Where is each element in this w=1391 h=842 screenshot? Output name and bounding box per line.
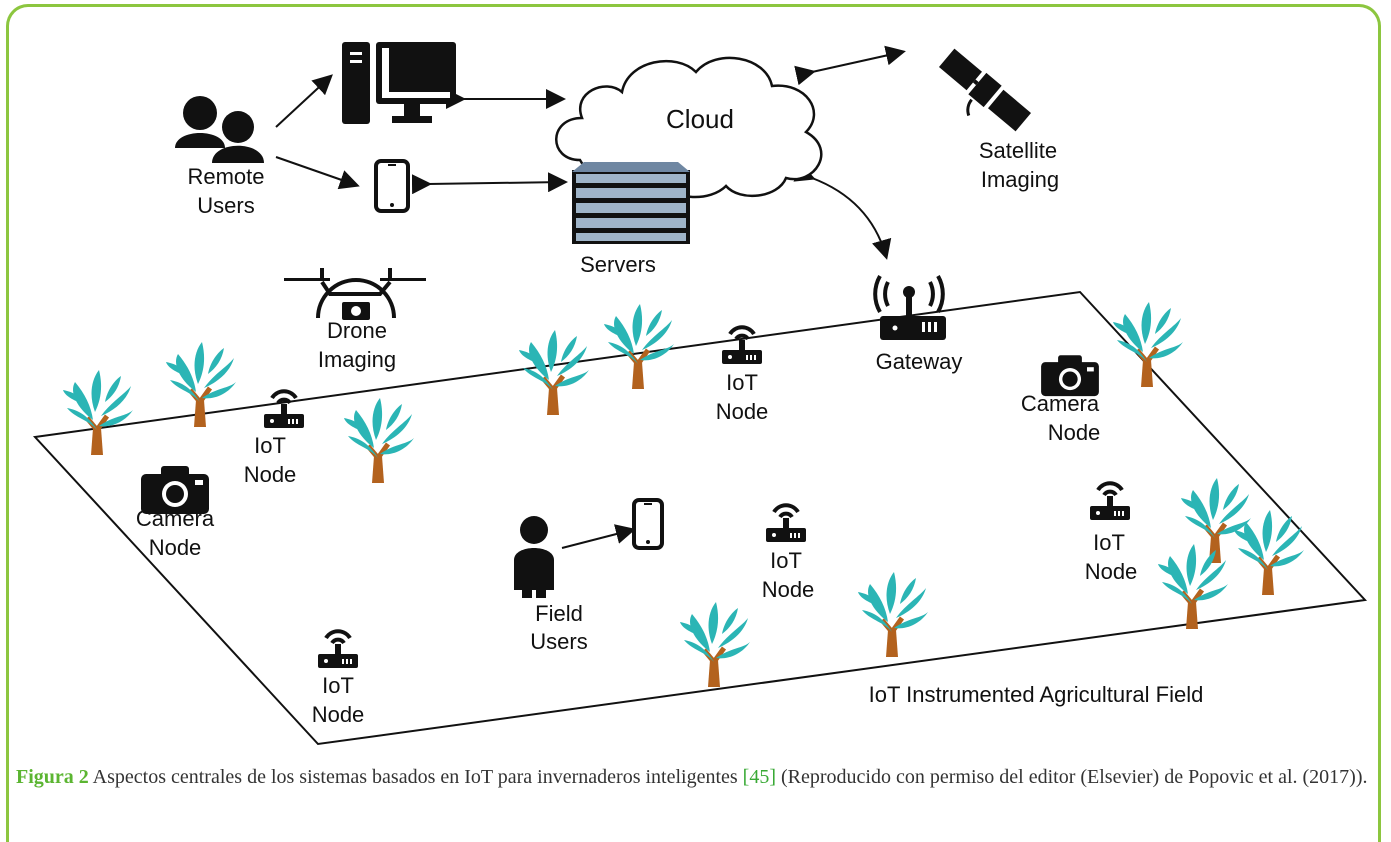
iot-node-icon xyxy=(1088,481,1132,522)
iot-node-icon xyxy=(764,503,808,544)
servers-label: Servers xyxy=(580,252,656,277)
satellite-label-1: Satellite xyxy=(979,138,1057,163)
servers-icon xyxy=(572,162,690,244)
iot-node-label-2: Node xyxy=(312,702,365,727)
cloud-label: Cloud xyxy=(666,104,734,134)
iot-diagram: Remote Users Cloud Servers xyxy=(32,42,1368,746)
tree-icon xyxy=(858,572,928,657)
arrow-fielduser-phone xyxy=(561,524,636,549)
drone-label-1: Drone xyxy=(327,318,387,343)
arrow-cloud-satellite xyxy=(794,45,906,86)
iot-node-label-2: Node xyxy=(1085,559,1138,584)
field-users-label-1: Field xyxy=(535,601,583,626)
iot-node-label-1: IoT xyxy=(770,548,802,573)
remote-users-label-2: Users xyxy=(197,193,254,218)
desktop-computer-icon xyxy=(342,42,456,124)
tree-icon xyxy=(63,370,133,455)
camera-node-label-1: Camera xyxy=(136,506,215,531)
field-smartphone-icon xyxy=(632,498,664,550)
tree-icon xyxy=(680,602,750,687)
iot-node-label-2: Node xyxy=(244,462,297,487)
field-users-label-2: Users xyxy=(530,629,587,654)
iot-node-label-2: Node xyxy=(716,399,769,424)
tree-icon xyxy=(519,330,589,415)
satellite-label-2: Imaging xyxy=(981,167,1059,192)
iot-node-icon xyxy=(720,325,764,366)
caption-text-2: (Reproducido con permiso del editor (Els… xyxy=(776,766,1368,788)
caption-text-1: Aspectos centrales de los sistemas basad… xyxy=(88,766,743,788)
arrow-users-to-phone xyxy=(275,156,360,190)
drone-icon xyxy=(284,268,426,320)
figure-caption: Figura 2 Aspectos centrales de los siste… xyxy=(16,762,1371,792)
tree-icon xyxy=(1113,302,1183,387)
remote-users-icon xyxy=(175,96,264,163)
agricultural-field-outline xyxy=(32,290,1368,746)
satellite-icon xyxy=(938,48,1032,132)
iot-node-icon xyxy=(262,389,306,430)
gateway-icon xyxy=(873,275,946,340)
tree-icon xyxy=(604,304,674,389)
field-title: IoT Instrumented Agricultural Field xyxy=(869,682,1204,707)
camera-node-label-2: Node xyxy=(1048,420,1101,445)
smartphone-icon xyxy=(374,159,410,213)
arrow-cloud-gateway xyxy=(793,162,892,260)
camera-node-label-1: Camera xyxy=(1021,391,1100,416)
field-user-icon xyxy=(514,516,554,598)
tree-icon xyxy=(344,398,414,483)
gateway-label: Gateway xyxy=(876,349,963,374)
arrow-phone-servers xyxy=(411,172,568,195)
figure-frame xyxy=(6,4,1381,842)
iot-node-label-2: Node xyxy=(762,577,815,602)
camera-node-icon xyxy=(1041,355,1099,397)
camera-node-label-2: Node xyxy=(149,535,202,560)
iot-node-label-1: IoT xyxy=(726,370,758,395)
reference-link[interactable]: [45] xyxy=(742,766,776,788)
figure-number: Figura 2 xyxy=(16,766,89,788)
remote-users-label-1: Remote xyxy=(187,164,264,189)
iot-node-label-1: IoT xyxy=(254,433,286,458)
iot-node-icon xyxy=(316,629,360,670)
drone-label-2: Imaging xyxy=(318,347,396,372)
iot-node-label-1: IoT xyxy=(1093,530,1125,555)
arrow-users-to-pc xyxy=(275,74,333,128)
iot-node-label-1: IoT xyxy=(322,673,354,698)
tree-icon xyxy=(166,342,236,427)
